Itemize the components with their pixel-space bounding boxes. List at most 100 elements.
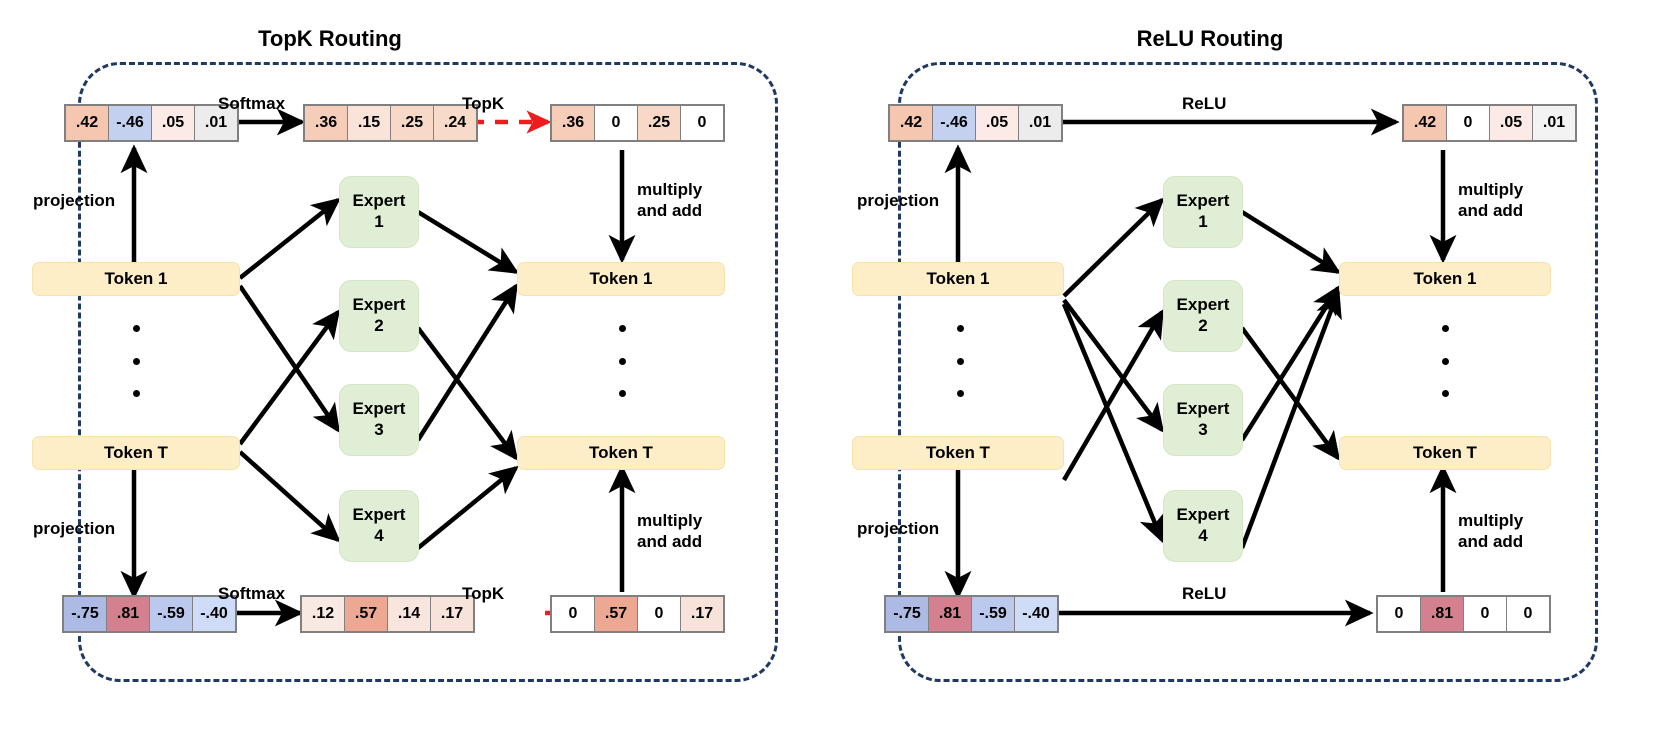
vector-probs-tokenT-topk: .12.57.14.17 [300, 595, 475, 633]
vector-cell: 0 [681, 106, 723, 140]
token-input-1-label-topk: Token 1 [104, 269, 168, 288]
vector-logits-tokenT-topk: -.75.81-.59-.40 [62, 595, 237, 633]
vector-cell: .15 [348, 106, 390, 140]
token-output-1-label-relu: Token 1 [1413, 269, 1477, 288]
vector-cell: .05 [1490, 106, 1532, 140]
label-multiply-add-top-topk: multiply and add [637, 180, 703, 221]
expert-1-index-topk: 1 [374, 212, 384, 231]
label-relu-top: ReLU [1182, 94, 1227, 113]
token-output-1-relu: Token 1 [1339, 262, 1551, 296]
vector-cell: .36 [552, 106, 594, 140]
expert-4-name-relu: Expert [1176, 505, 1230, 525]
token-input-T-relu: Token T [852, 436, 1064, 470]
panel-title-relu: ReLU Routing [1136, 26, 1284, 51]
expert-2-name-relu: Expert [1176, 295, 1230, 315]
token-ellipsis-output-topk [617, 325, 627, 397]
vector-cell: .36 [305, 106, 347, 140]
vector-cell: .17 [681, 597, 723, 631]
label-topk-bottom: TopK [462, 584, 505, 603]
label-multiply-add-top-relu: multiply and add [1458, 180, 1524, 221]
vector-cell: 0 [638, 597, 680, 631]
expert-3-topk: Expert 3 [339, 384, 419, 456]
vector-cell: -.46 [933, 106, 975, 140]
token-input-T-label-topk: Token T [104, 443, 168, 462]
expert-1-name-topk: Expert [352, 191, 406, 211]
label-topk-top: TopK [462, 94, 505, 113]
vector-logits-token1-topk: .42-.46.05.01 [64, 104, 239, 142]
expert-4-index-relu: 4 [1198, 526, 1208, 545]
expert-2-topk: Expert 2 [339, 280, 419, 352]
vector-cell: -.46 [109, 106, 151, 140]
vector-cell: .05 [976, 106, 1018, 140]
expert-1-name-relu: Expert [1176, 191, 1230, 211]
expert-4-relu: Expert 4 [1163, 490, 1243, 562]
token-ellipsis-input-relu [955, 325, 965, 397]
vector-cell: .57 [345, 597, 387, 631]
expert-1-topk: Expert 1 [339, 176, 419, 248]
expert-3-name-topk: Expert [352, 399, 406, 419]
label-projection-top-topk: projection [33, 191, 116, 210]
vector-cell: .05 [152, 106, 194, 140]
vector-cell: 0 [1507, 597, 1549, 631]
vector-cell: .25 [638, 106, 680, 140]
label-projection-bottom-relu: projection [857, 519, 940, 538]
vector-cell: -.59 [150, 597, 192, 631]
vector-probs-token1-topk: .36.15.25.24 [303, 104, 478, 142]
vector-cell: 0 [1447, 106, 1489, 140]
token-input-1-relu: Token 1 [852, 262, 1064, 296]
token-ellipsis-input-topk [131, 325, 141, 397]
vector-cell: -.40 [193, 597, 235, 631]
vector-logits-tokenT-relu: -.75.81-.59-.40 [884, 595, 1059, 633]
expert-2-index-topk: 2 [374, 316, 384, 335]
vector-cell: 0 [1378, 597, 1420, 631]
vector-cell: .25 [391, 106, 433, 140]
token-output-T-topk: Token T [517, 436, 725, 470]
vector-cell: .81 [1421, 597, 1463, 631]
vector-cell: -.75 [886, 597, 928, 631]
expert-3-relu: Expert 3 [1163, 384, 1243, 456]
token-output-T-relu: Token T [1339, 436, 1551, 470]
vector-cell: .12 [302, 597, 344, 631]
vector-cell: .42 [66, 106, 108, 140]
expert-1-relu: Expert 1 [1163, 176, 1243, 248]
vector-cell: .01 [1019, 106, 1061, 140]
vector-cell: .17 [431, 597, 473, 631]
vector-cell: .01 [1533, 106, 1575, 140]
token-input-1-topk: Token 1 [32, 262, 240, 296]
token-output-1-label-topk: Token 1 [589, 269, 653, 288]
expert-2-index-relu: 2 [1198, 316, 1208, 335]
token-input-1-label-relu: Token 1 [926, 269, 990, 288]
vector-cell: 0 [595, 106, 637, 140]
vector-cell: .57 [595, 597, 637, 631]
label-relu-bottom: ReLU [1182, 584, 1227, 603]
token-input-T-topk: Token T [32, 436, 240, 470]
vector-cell: 0 [1464, 597, 1506, 631]
label-multiply-add-bottom-topk: multiply and add [637, 511, 703, 552]
expert-3-index-topk: 3 [374, 420, 384, 439]
vector-cell: -.40 [1015, 597, 1057, 631]
label-projection-top-relu: projection [857, 191, 940, 210]
label-multiply-add-bottom-relu: multiply and add [1458, 511, 1524, 552]
vector-cell: -.75 [64, 597, 106, 631]
token-output-T-label-relu: Token T [1413, 443, 1477, 462]
vector-cell: .81 [929, 597, 971, 631]
expert-1-index-relu: 1 [1198, 212, 1208, 231]
token-output-1-topk: Token 1 [517, 262, 725, 296]
expert-3-name-relu: Expert [1176, 399, 1230, 419]
label-softmax-top-topk: Softmax [218, 94, 286, 113]
panel-title-topk: TopK Routing [258, 26, 402, 51]
panel-border-relu [898, 62, 1598, 682]
vector-cell: 0 [552, 597, 594, 631]
vector-cell: .01 [195, 106, 237, 140]
vector-cell: -.59 [972, 597, 1014, 631]
token-ellipsis-output-relu [1440, 325, 1450, 397]
expert-4-name-topk: Expert [352, 505, 406, 525]
token-output-T-label-topk: Token T [589, 443, 653, 462]
vector-cell: .81 [107, 597, 149, 631]
expert-2-name-topk: Expert [352, 295, 406, 315]
vector-logits-token1-relu: .42-.46.05.01 [888, 104, 1063, 142]
